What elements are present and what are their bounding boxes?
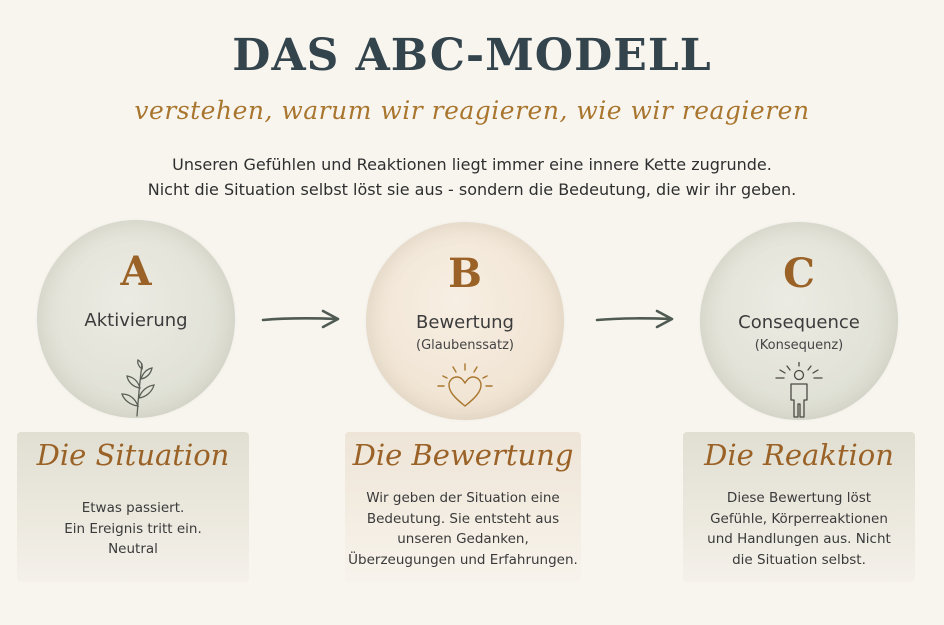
panel-text: Diese Bewertung löst Gefühle, Körperreak… [683,488,915,570]
panel-text: Etwas passiert. Ein Ereignis tritt ein. … [17,498,249,560]
panel-text-line: unseren Gedanken, [397,531,529,547]
intro-text: Unseren Gefühlen und Reaktionen liegt im… [0,152,944,202]
panel-text-line: die Situation selbst. [732,551,866,568]
step-letter: C [783,250,815,297]
step-label: Consequence [738,312,860,333]
panel-text-line: Gefühle, Körperreaktionen [710,510,888,527]
step-letter: B [448,250,482,297]
step-label: Aktivierung [84,310,188,331]
panel-text-line: Diese Bewertung löst [726,490,872,506]
step-sublabel: (Konsequenz) [754,338,844,353]
panel-text-line: Etwas passiert. [81,500,185,516]
intro-line: Unseren Gefühlen und Reaktionen liegt im… [172,155,772,174]
panel-text-line: Neutral [108,541,158,557]
step-b-circle: B Bewertung (Glaubenssatz) [366,222,564,420]
step-label: Bewertung [416,312,514,333]
panel-title: Die Situation [36,438,230,472]
leaf-sprig-icon [121,358,155,417]
intro-line: Nicht die Situation selbst löst sie aus … [147,180,797,199]
panel-text: Wir geben der Situation eine Bedeutung. … [345,488,581,570]
step-a-circle: A Aktivierung [37,220,235,418]
step-a-panel: Die Situation Etwas passiert. Ein Ereign… [17,432,249,582]
panel-title: Die Reaktion [704,438,894,472]
page-title: DAS ABC-MODELL [232,30,712,81]
person-radiating-icon [775,362,823,418]
panel-text-line: Bedeutung. Sie entsteht aus [366,510,560,527]
panel-text-line: und Handlungen aus. Nicht [707,531,891,547]
arrow-b-to-c [595,309,674,329]
step-b-panel: Die Bewertung Wir geben der Situation ei… [345,432,581,582]
step-c-circle: C Consequence (Konsequenz) [700,222,898,420]
panel-title: Die Bewertung [352,438,574,472]
page-subtitle: verstehen, warum wir reagieren, wie wir … [134,96,810,125]
arrow-a-to-b [261,309,340,329]
step-c-panel: Die Reaktion Diese Bewertung löst Gefühl… [683,432,915,582]
panel-text-line: Wir geben der Situation eine [366,490,560,506]
glowing-heart-icon [437,363,493,407]
step-letter: A [120,248,152,295]
step-sublabel: (Glaubenssatz) [416,338,514,353]
panel-text-line: Überzeugungen und Erfahrungen. [348,551,578,568]
panel-text-line: Ein Ereignis tritt ein. [64,520,202,537]
